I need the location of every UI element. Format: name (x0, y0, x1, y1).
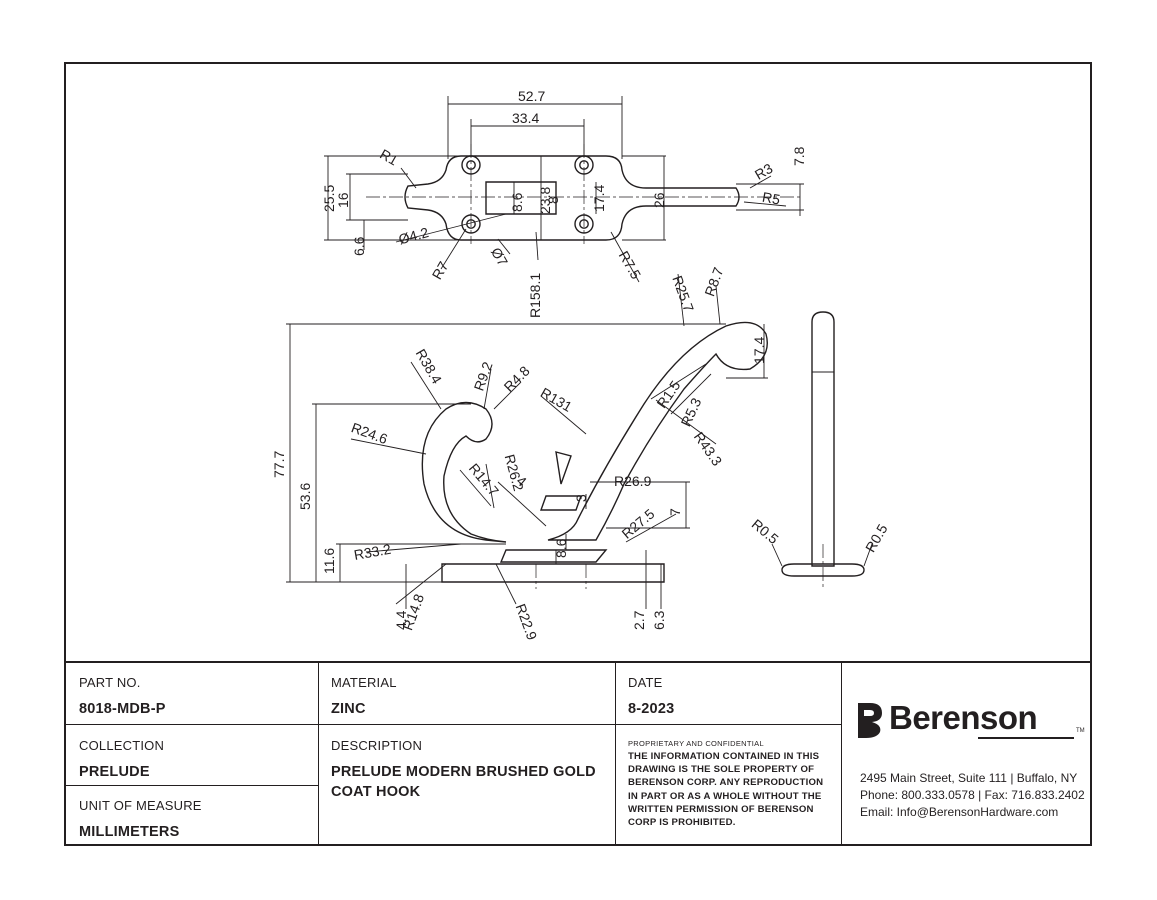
material-value: ZINC (331, 701, 366, 717)
description-value-line1: PRELUDE MODERN BRUSHED GOLD (331, 764, 596, 780)
top-view: 52.7 33.4 R1 25.5 16 6.6 Ø4.2 R7 Ø7 8.6 … (321, 88, 807, 318)
dim-26: 26 (651, 192, 667, 208)
description-value-line2: COAT HOOK (331, 784, 421, 800)
berenson-logo-icon (858, 703, 882, 738)
dim-25-5: 25.5 (321, 185, 337, 212)
notice-line: BERENSON CORP. ANY REPRODUCTION (628, 777, 824, 789)
dim-r9-2: R9.2 (471, 359, 496, 392)
dim-7: 7 (667, 508, 683, 516)
notice-line: CORP IS PROHIBITED. (628, 817, 736, 829)
dim-8-6: 8.6 (509, 192, 525, 212)
dim-r26-9: R26.9 (614, 473, 652, 489)
dim-r8-7: R8.7 (701, 265, 726, 298)
company-phone: Phone: 800.333.0578 | Fax: 716.833.2402 (860, 788, 1085, 802)
brand-underline (978, 737, 1074, 739)
dim-17-4-front: 17.4 (751, 337, 767, 364)
description-label: DESCRIPTION (331, 738, 423, 753)
confidential-label: PROPRIETARY AND CONFIDENTIAL (628, 739, 764, 748)
dim-r158-1: R158.1 (527, 273, 543, 318)
dim-r5: R5 (761, 189, 782, 208)
title-block: PART NO. 8018-MDB-P MATERIAL ZINC DATE 8… (66, 661, 1090, 846)
dim-r27-5: R27.5 (619, 505, 658, 541)
unit-label: UNIT OF MEASURE (79, 798, 202, 813)
dim-4-4: 4.4 (393, 610, 409, 630)
date-label: DATE (628, 675, 663, 690)
notice-line: WRITTEN PERMISSION OF BERENSON (628, 803, 814, 815)
dim-r7: R7 (429, 258, 452, 282)
dim-r43-3: R43.3 (691, 429, 726, 469)
dim-r131: R131 (538, 384, 575, 415)
dim-r22-9: R22.9 (513, 602, 541, 643)
dim-r0-5-left: R0.5 (749, 516, 782, 547)
dim-3: 3 (573, 494, 589, 502)
material-label: MATERIAL (331, 675, 397, 690)
notice-line: IN PART OR AS A WHOLE WITHOUT THE (628, 790, 822, 802)
technical-drawing: 52.7 33.4 R1 25.5 16 6.6 Ø4.2 R7 Ø7 8.6 … (271, 88, 891, 642)
dim-r0-5-right: R0.5 (862, 521, 891, 555)
dim-8: 8 (545, 196, 561, 204)
dim-dia-4-2: Ø4.2 (397, 224, 431, 247)
dim-r1: R1 (377, 146, 401, 169)
dim-7-8: 7.8 (791, 146, 807, 166)
dim-8-6-front: 8.6 (553, 538, 569, 558)
drawing-sheet: 52.7 33.4 R1 25.5 16 6.6 Ø4.2 R7 Ø7 8.6 … (64, 62, 1092, 846)
dim-r38-4: R38.4 (413, 346, 446, 387)
dim-r33-2: R33.2 (353, 541, 393, 563)
dim-r7-5: R7.5 (616, 248, 645, 282)
dim-r4-8: R4.8 (501, 362, 533, 394)
company-address: 2495 Main Street, Suite 111 | Buffalo, N… (860, 771, 1078, 785)
collection-value: PRELUDE (79, 764, 150, 780)
dim-16: 16 (335, 192, 351, 208)
collection-label: COLLECTION (79, 738, 165, 753)
part-no-label: PART NO. (79, 675, 141, 690)
dim-52-7: 52.7 (518, 88, 545, 104)
dim-53-6: 53.6 (297, 483, 313, 510)
unit-value: MILLIMETERS (79, 824, 180, 840)
confidential-notice: THE INFORMATION CONTAINED IN THIS DRAWIN… (628, 750, 823, 829)
dim-33-4: 33.4 (512, 110, 539, 126)
dim-2-7: 2.7 (631, 610, 647, 630)
dim-11-6: 11.6 (321, 548, 337, 574)
company-name: Berenson (889, 699, 1038, 736)
dim-6-6: 6.6 (351, 236, 367, 256)
side-view: R0.5 R0.5 (749, 311, 891, 589)
date-value: 8-2023 (628, 701, 675, 717)
notice-line: DRAWING IS THE SOLE PROPERTY OF (628, 764, 815, 776)
trademark: TM (1076, 728, 1085, 734)
dim-r5-3: R5.3 (677, 395, 704, 429)
front-view: R25.7 R8.7 17.4 R1.5 R5.3 R43.3 R131 R38… (271, 265, 768, 642)
dim-77-7: 77.7 (271, 451, 287, 478)
dim-23-8: 23.8 (537, 187, 553, 214)
company-email: Email: Info@BerensonHardware.com (860, 805, 1059, 819)
part-no-value: 8018-MDB-P (79, 701, 166, 717)
dim-r3: R3 (752, 160, 776, 183)
dim-r14-7: R14.7 (466, 460, 502, 499)
dim-17-4: 17.4 (591, 185, 607, 212)
dim-dia-7: Ø7 (488, 245, 511, 269)
notice-line: THE INFORMATION CONTAINED IN THIS (628, 751, 820, 762)
dim-6-3: 6.3 (651, 610, 667, 630)
dim-r25-7: R25.7 (669, 273, 697, 314)
